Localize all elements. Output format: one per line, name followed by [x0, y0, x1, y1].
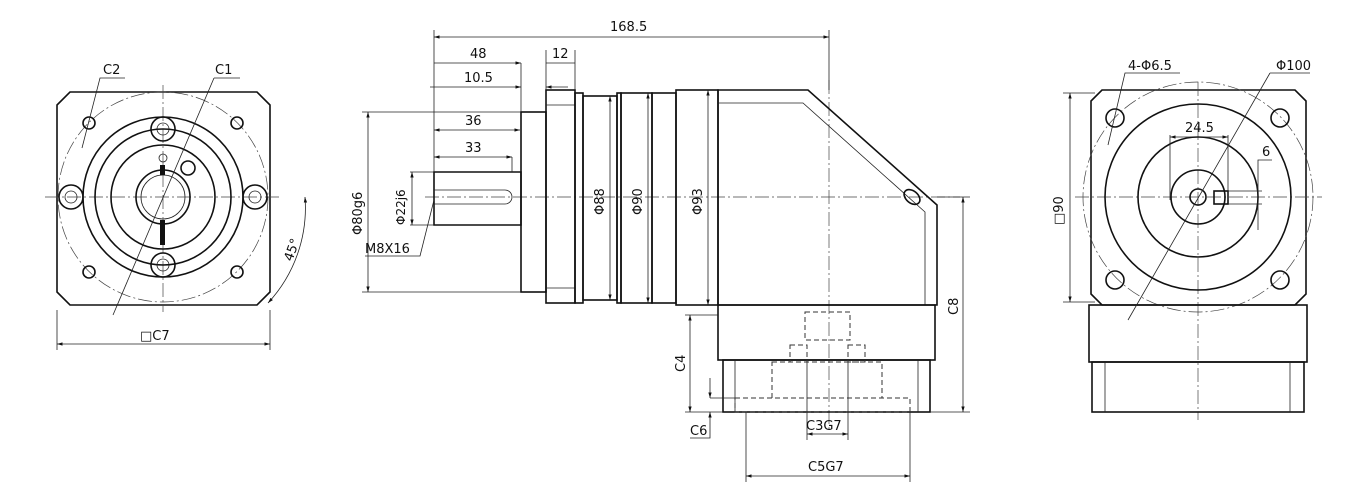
dim-24-5: 24.5 [1185, 121, 1214, 136]
dim-6: 6 [1262, 145, 1270, 160]
dim-c5g7: C5G7 [808, 460, 844, 475]
dim-dia90: Φ90 [631, 188, 646, 215]
dim-overall-length: 168.5 [610, 20, 647, 35]
dim-sq90: □90 [1052, 196, 1067, 225]
dim-48: 48 [470, 47, 487, 62]
label-dia100: Φ100 [1276, 59, 1311, 74]
dim-c4: C4 [674, 355, 689, 372]
dim-dia93: Φ93 [691, 188, 706, 215]
dim-12: 12 [552, 47, 569, 62]
dim-c6: C6 [690, 424, 707, 439]
label-angle-45: 45° [282, 237, 304, 264]
left-end-view: C2 C1 □C7 45° [45, 63, 308, 350]
dim-dia80g6: Φ80g6 [351, 192, 366, 235]
right-end-view: 4-Φ6.5 Φ100 24.5 6 □90 [1052, 59, 1322, 420]
dim-36: 36 [465, 114, 482, 129]
label-c2: C2 [103, 63, 120, 78]
dim-dia88: Φ88 [593, 188, 608, 215]
dim-dia22j6: Φ22j6 [394, 189, 408, 225]
label-c7: □C7 [140, 329, 170, 344]
dim-c3g7: C3G7 [806, 419, 842, 434]
dim-c8: C8 [947, 298, 962, 315]
dim-33: 33 [465, 141, 482, 156]
dim-10-5: 10.5 [464, 71, 493, 86]
side-view: 168.5 48 12 10.5 36 33 Φ80g6 Φ22j6 M8X16… [351, 20, 970, 482]
label-holes-4xdia6-5: 4-Φ6.5 [1128, 59, 1172, 74]
label-c1: C1 [215, 63, 232, 78]
label-thread-m8x16: M8X16 [365, 242, 410, 257]
